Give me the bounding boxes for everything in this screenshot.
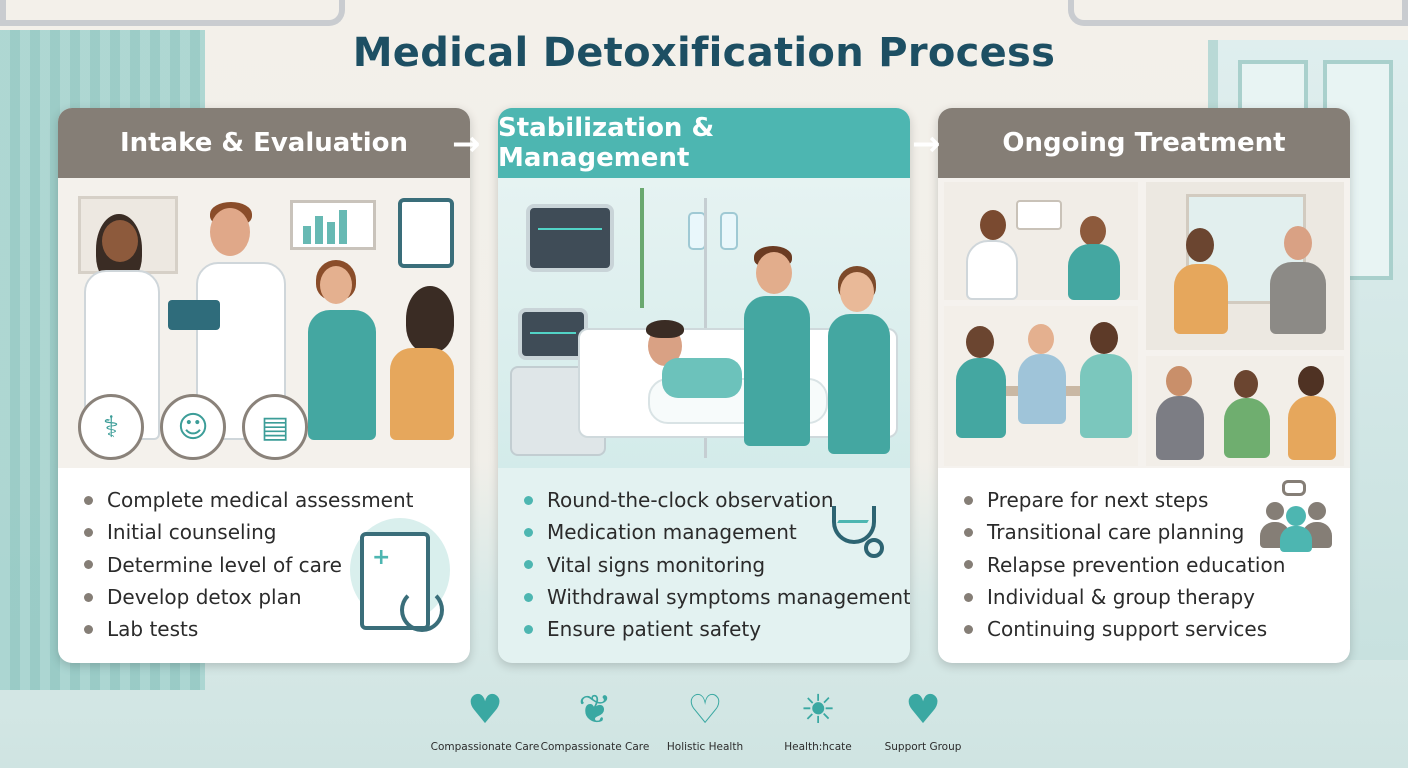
list-item: Prepare for next steps <box>964 484 1285 516</box>
stage-panel-ongoing: Ongoing Treatment <box>938 108 1350 663</box>
ongoing-scene-illustration <box>938 178 1350 468</box>
stage-header: Ongoing Treatment <box>938 108 1350 178</box>
lightbulb-leaves-icon: ☀ Health:hcate <box>784 687 852 753</box>
hands-heart-icon: ♡ Holistic Health <box>666 687 744 753</box>
footer-icon-row: ♥ Compassionate Care ❦ Compassionate Car… <box>0 685 1408 765</box>
list-item: Complete medical assessment <box>84 484 414 516</box>
arrow-icon: → <box>452 124 481 164</box>
stage-header: Intake & Evaluation <box>58 108 470 178</box>
page-title: Medical Detoxification Process <box>352 30 1056 76</box>
stabilization-list: Round-the-clock observation Medication m… <box>524 484 910 645</box>
list-item: Transitional care planning <box>964 516 1285 548</box>
stabilization-scene-illustration <box>498 178 910 468</box>
stage-panel-stabilization: Stabilization & Management Round-the-clo… <box>498 108 910 663</box>
list-item: Individual & group therapy <box>964 581 1285 613</box>
list-item: Medication management <box>524 516 910 548</box>
list-item: Determine level of care <box>84 549 414 581</box>
stage-panel-intake: Intake & Evaluation ⚕ ☺ ▤ Complete medic… <box>58 108 470 663</box>
list-item: Lab tests <box>84 613 414 645</box>
stethoscope-icon <box>828 502 890 566</box>
list-item: Vital signs monitoring <box>524 549 910 581</box>
support-group-icon <box>1260 480 1332 552</box>
list-item: Relapse prevention education <box>964 549 1285 581</box>
list-item: Ensure patient safety <box>524 613 910 645</box>
intake-list: Complete medical assessment Initial coun… <box>84 484 414 645</box>
lab-report-icon: ▤ <box>242 394 308 460</box>
list-item: Round-the-clock observation <box>524 484 910 516</box>
hands-heart-icon: ♥ Compassionate Care <box>430 687 540 753</box>
curtain-rail <box>0 0 345 26</box>
stage-header: Stabilization & Management <box>498 108 910 178</box>
hands-heart-icon: ♥ Support Group <box>884 687 962 753</box>
arrow-icon: → <box>912 124 941 164</box>
hand-leaf-icon: ❦ Compassionate Care <box>540 687 650 753</box>
doctor-icon: ☺ <box>160 394 226 460</box>
list-item: Withdrawal symptoms management <box>524 581 910 613</box>
intake-scene-illustration: ⚕ ☺ ▤ <box>58 178 470 468</box>
clipboard-stethoscope-icon: + <box>342 518 452 638</box>
nurse-icon: ⚕ <box>78 394 144 460</box>
list-item: Initial counseling <box>84 516 414 548</box>
curtain-rail <box>1068 0 1408 26</box>
list-item: Continuing support services <box>964 613 1285 645</box>
ongoing-list: Prepare for next steps Transitional care… <box>964 484 1285 645</box>
list-item: Develop detox plan <box>84 581 414 613</box>
